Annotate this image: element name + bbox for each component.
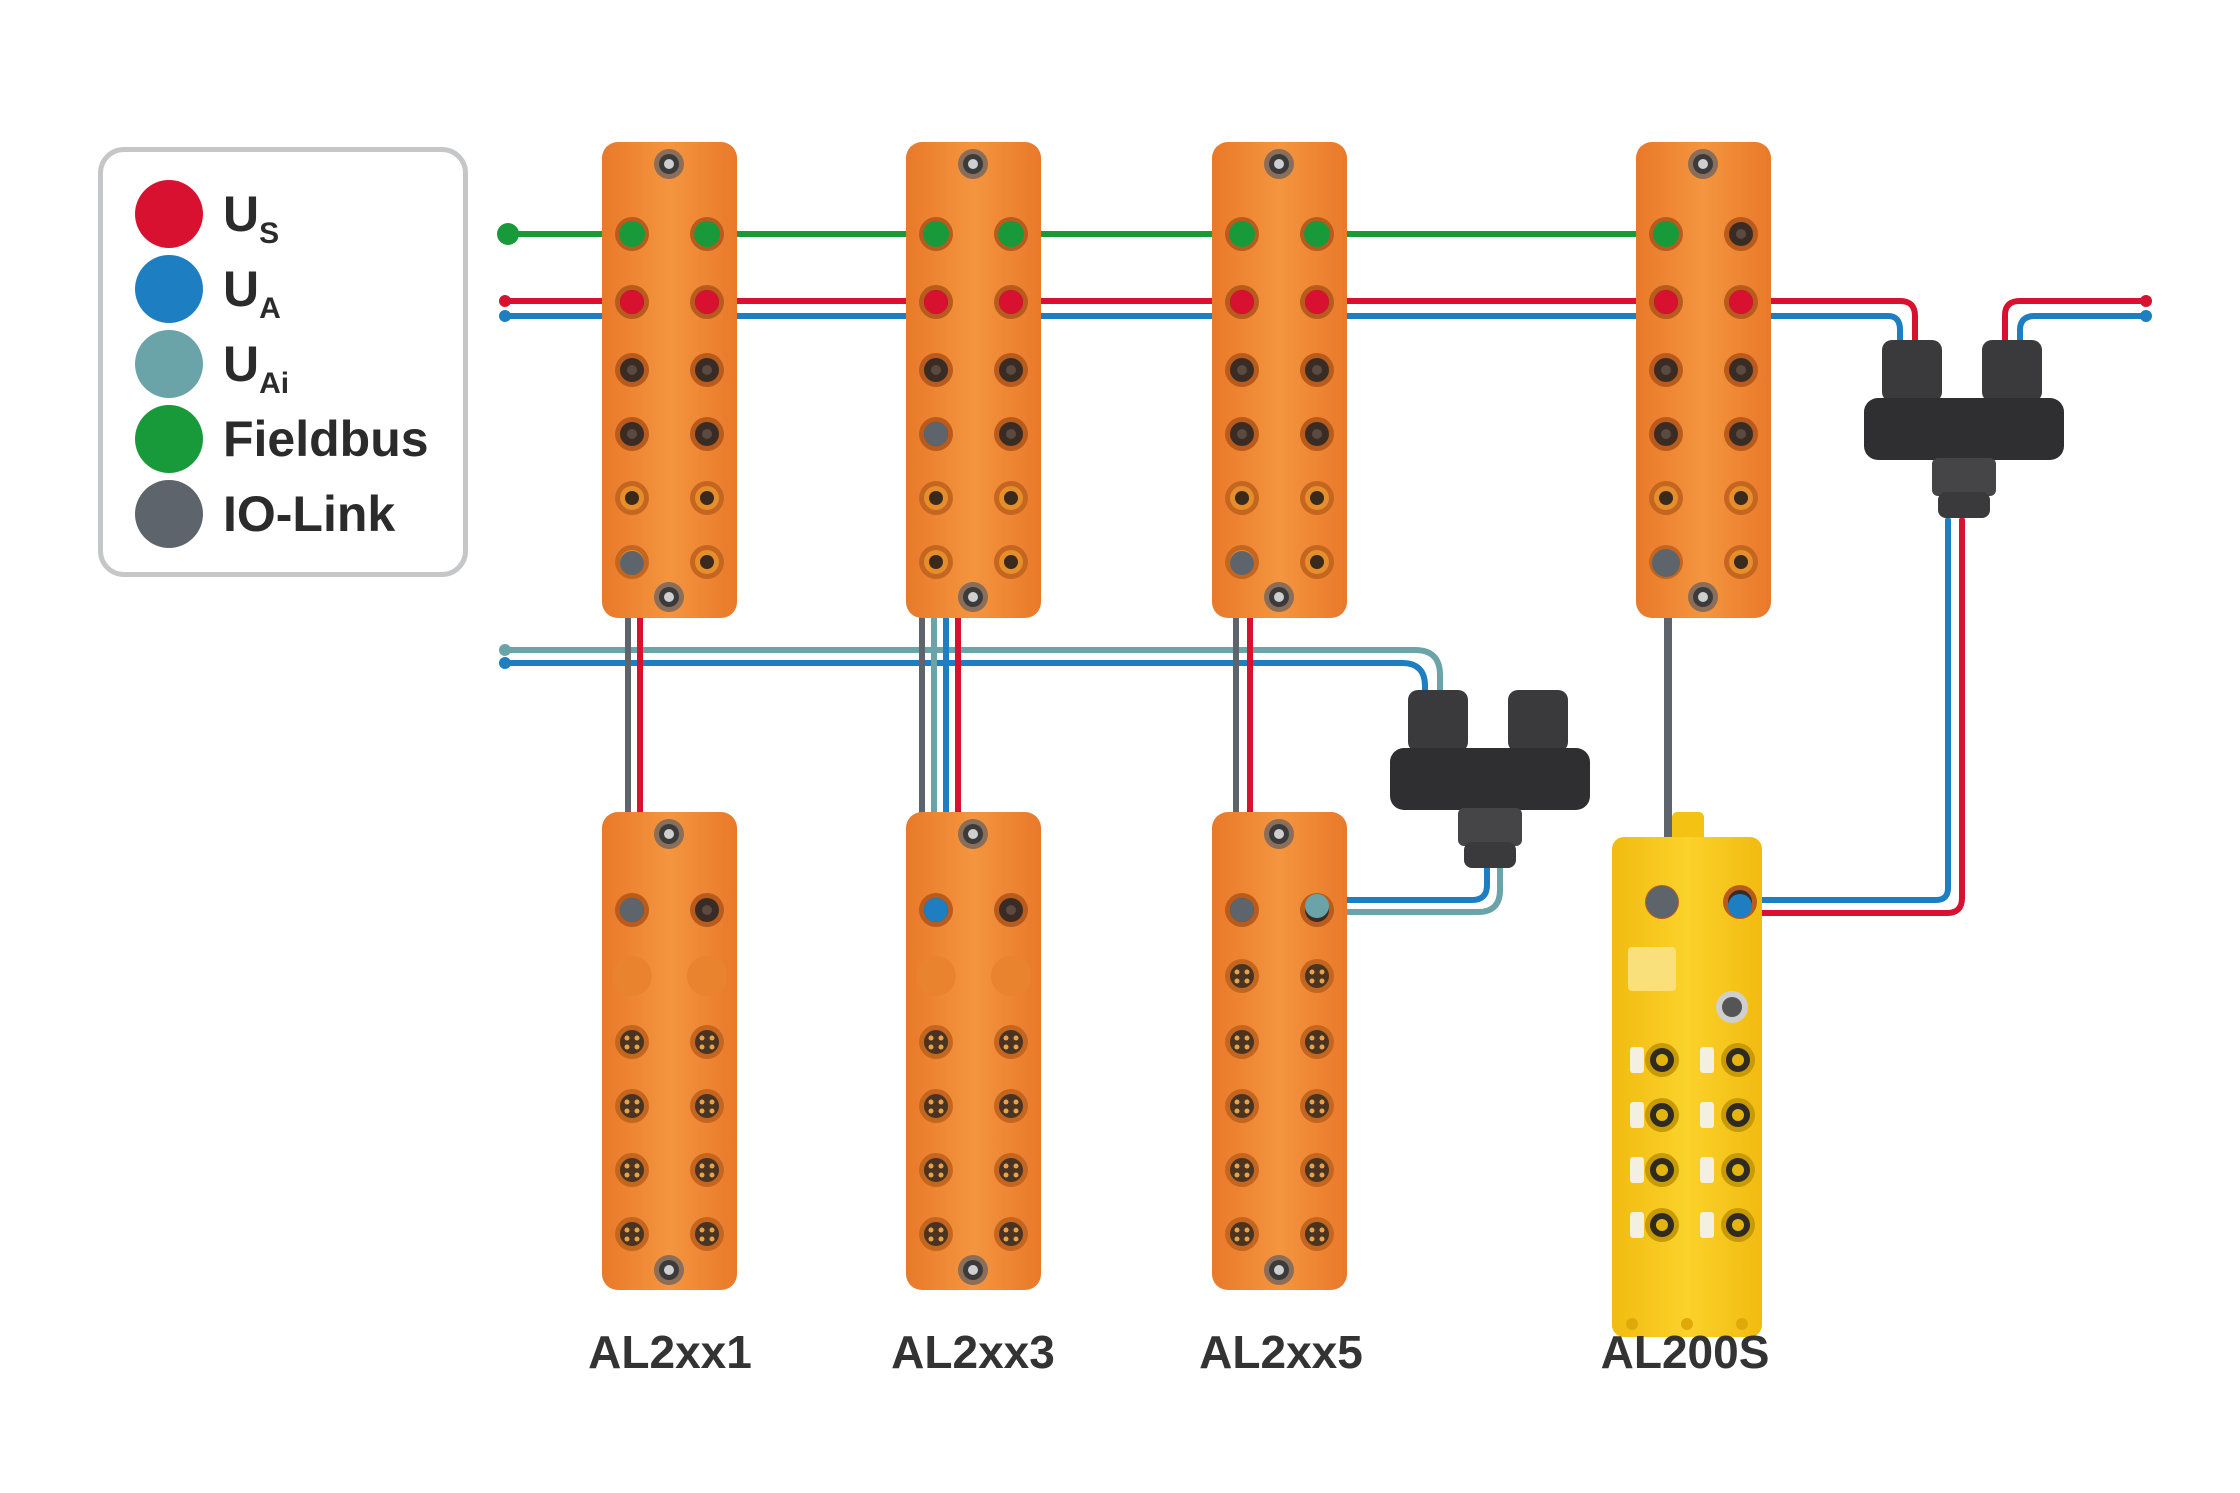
ua-line-to-m3 [1315,857,1490,903]
legend-label-sub: Ai [259,367,290,400]
us-line-out-right [2002,298,2149,348]
legend-label-sub: S [259,217,280,250]
legend-label-main: IO-Link [223,486,396,542]
legend-item-us: US [135,180,465,252]
us-line-to-al200s [1749,517,1965,916]
ua-end-dot-left [499,310,511,322]
module-top-1 [602,142,737,618]
legend: US UA UAi Fieldbus IO-Link [98,147,468,577]
module-al2xx5 [1212,812,1347,1290]
iolink-color-swatch [135,480,203,548]
label-al2xx1: AL2xx1 [588,1326,752,1378]
module-top-3 [1212,142,1347,618]
ua-color-swatch [135,255,203,323]
label-al2xx3: AL2xx3 [891,1326,1055,1378]
uai-color-swatch [135,330,203,398]
ua-line-to-al200s [1749,517,1951,903]
legend-label-sub: A [259,292,281,325]
us-color-swatch [135,180,203,248]
legend-label-main: U [223,336,260,392]
ua-line-out-right [2017,313,2149,348]
ua-line-m4-right [1742,313,1903,348]
legend-label-main: U [223,261,260,317]
legend-item-iolink: IO-Link [135,480,465,552]
fieldbus-end-dot [497,223,519,245]
legend-item-uai: UAi [135,330,465,402]
legend-label-main: U [223,186,260,242]
us-line-m4-right [1742,298,1918,348]
uai-line-to-m3 [1315,857,1503,915]
module-top-2 [906,142,1041,618]
legend-label-main: Fieldbus [223,411,429,467]
module-al200s [1612,812,1762,1337]
module-top-4 [1636,142,1771,618]
label-al2xx5: AL2xx5 [1199,1326,1363,1378]
us-end-dot-left [499,295,511,307]
connection-points [619,221,1753,922]
legend-item-fieldbus: Fieldbus [135,405,465,477]
legend-item-ua: UA [135,255,465,327]
fieldbus-color-swatch [135,405,203,473]
module-al2xx3 [906,812,1041,1290]
t-connector-middle [1390,690,1590,868]
label-al200s: AL200S [1600,1326,1770,1378]
t-connector-right [1864,340,2064,518]
module-al2xx1 [602,812,737,1290]
uai-line-lower [502,647,1443,703]
ua-line-lower [502,660,1428,703]
